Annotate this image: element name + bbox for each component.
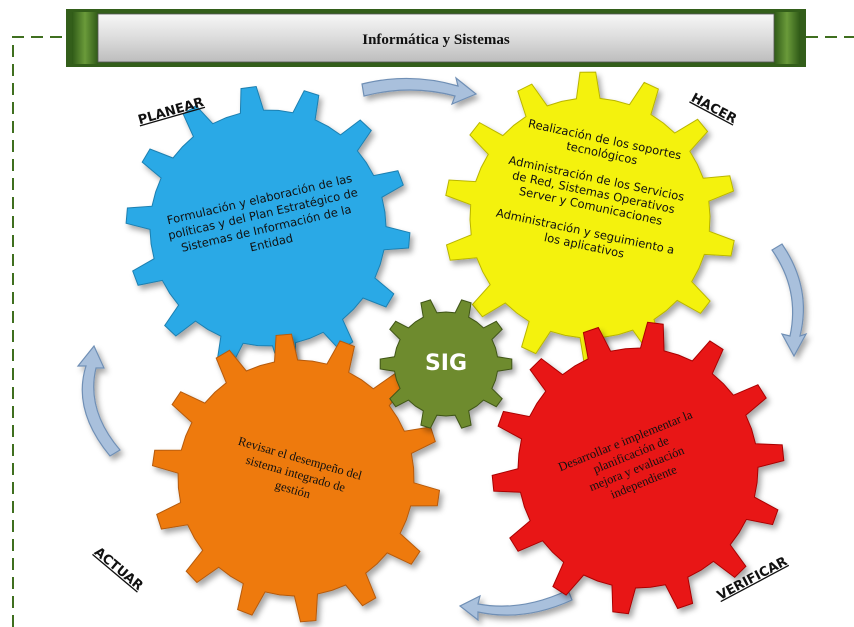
sig-label: SIG (425, 351, 467, 376)
title-banner: Informática y Sistemas (66, 9, 806, 67)
gear-sig-shape (379, 299, 513, 429)
gear-verificar: Desarrollar e implementar la planificaci… (491, 321, 785, 615)
banner-title: Informática y Sistemas (362, 32, 510, 48)
dashed-frame (12, 36, 854, 627)
arrow-right-icon (771, 243, 808, 358)
gear-verificar-shape (491, 321, 785, 615)
arrow-bottom-icon (458, 589, 573, 622)
gear-actuar-shape (151, 333, 441, 623)
gear-hacer: Realización de los soportes tecnológicos… (445, 71, 735, 365)
phase-label-actuar: ACTUAR (91, 545, 146, 594)
gear-hacer-shape (445, 71, 735, 365)
gear-sig: SIG (379, 299, 513, 429)
arrow-left-icon (76, 344, 121, 457)
gear-planear: Formulación y elaboración de las polític… (125, 85, 411, 371)
cycle-arrows (76, 76, 808, 622)
gear-actuar: Revisar el desempeño del sistema integra… (151, 333, 441, 623)
gear-planear-shape (125, 85, 411, 371)
arrow-top-icon (361, 76, 478, 106)
